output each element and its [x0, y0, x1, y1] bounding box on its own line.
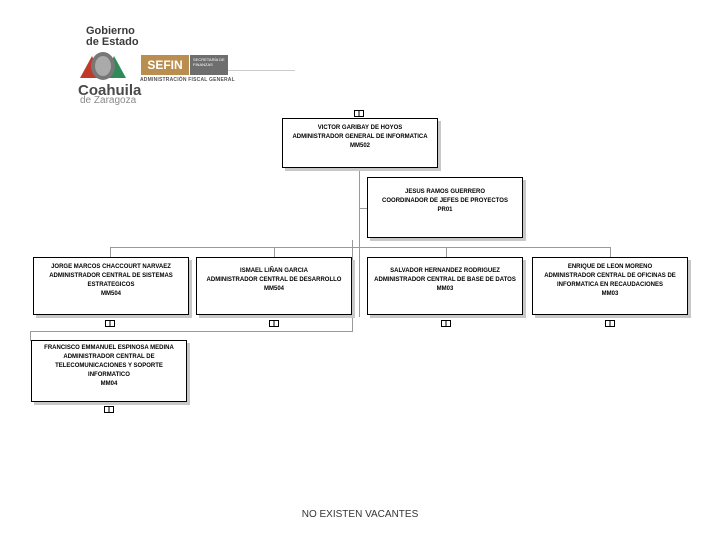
node-code: MM03 — [601, 291, 619, 297]
node-code: MM03 — [436, 286, 454, 292]
node-code: MM04 — [100, 381, 118, 387]
state-subname: de Zaragoza — [80, 95, 137, 106]
vacancies-note: NO EXISTEN VACANTES — [301, 509, 419, 520]
level3-bus-line — [30, 331, 353, 332]
state-name: Coahuila — [78, 82, 142, 99]
node-name: FRANCISCO EMMANUEL ESPINOSA MEDINA — [44, 345, 174, 351]
gobierno-line1: Gobierno — [86, 25, 135, 37]
org-node-sistemas[interactable]: JORGE MARCOS CHACCOURT NARVAEZ ADMINISTR… — [33, 257, 189, 315]
org-node-coordinator[interactable]: JESUS RAMOS GUERRERO COORDINADOR DE JEFE… — [367, 177, 523, 238]
drop-line-1 — [110, 247, 111, 257]
node-title: ADMINISTRADOR CENTRAL DE DESARROLLO — [206, 277, 342, 283]
node-title: ADMINISTRADOR CENTRAL DE BASE DE DATOS — [374, 277, 516, 283]
node-code: MM504 — [100, 291, 121, 297]
node-title: ADMINISTRADOR GENERAL DE INFORMATICA — [292, 134, 428, 140]
expand-connector-icon[interactable] — [605, 320, 615, 327]
header-rule — [228, 70, 295, 71]
org-node-desarrollo[interactable]: ISMAEL LIÑAN GARCIA ADMINISTRADOR CENTRA… — [196, 257, 352, 315]
node-code: MM504 — [263, 286, 284, 292]
drop-line-5 — [30, 331, 31, 341]
org-node-base-datos[interactable]: SALVADOR HERNANDEZ RODRIGUEZ ADMINISTRAD… — [367, 257, 523, 315]
org-node-recaudaciones[interactable]: ENRIQUE DE LEON MORENO ADMINISTRADOR CEN… — [532, 257, 688, 315]
gobierno-logo-text: Gobierno de Estado — [86, 26, 139, 48]
expand-connector-icon[interactable] — [105, 320, 115, 327]
drop-line-3 — [446, 247, 447, 257]
node-name: VICTOR GARIBAY DE HOYOS — [317, 125, 403, 131]
node-name: ENRIQUE DE LEON MORENO — [567, 264, 653, 270]
node-name: SALVADOR HERNANDEZ RODRIGUEZ — [390, 268, 500, 274]
department-label: ADMINISTRACIÓN FISCAL GENERAL — [140, 77, 235, 83]
node-code: MM502 — [349, 143, 370, 149]
org-node-root[interactable]: VICTOR GARIBAY DE HOYOS ADMINISTRADOR GE… — [282, 118, 438, 168]
node-title: COORDINADOR DE JEFES DE PROYECTOS — [382, 198, 508, 204]
node-title: ADMINISTRADOR CENTRAL DE SISTEMAS — [49, 273, 173, 279]
node-name: JESUS RAMOS GUERRERO — [404, 189, 485, 195]
sefin-logo: SEFIN — [141, 55, 189, 75]
coord-branch-line — [359, 208, 367, 209]
expand-connector-icon[interactable] — [104, 406, 114, 413]
node-code: PR01 — [437, 207, 453, 213]
gobierno-line2: de Estado — [86, 36, 139, 48]
node-title-cont2: INFORMATICO — [88, 372, 130, 378]
expand-connector-icon[interactable] — [269, 320, 279, 327]
node-title-cont: ESTRATEGICOS — [87, 282, 135, 288]
drop-line-2 — [274, 247, 275, 257]
org-node-telecomunicaciones[interactable]: FRANCISCO EMMANUEL ESPINOSA MEDINA ADMIN… — [31, 340, 187, 402]
node-title: ADMINISTRADOR CENTRAL DE OFICINAS DE — [544, 273, 676, 279]
level2-bus-line — [110, 247, 610, 248]
node-title: ADMINISTRADOR CENTRAL DE — [63, 354, 155, 360]
node-name: JORGE MARCOS CHACCOURT NARVAEZ — [51, 264, 171, 270]
node-name: ISMAEL LIÑAN GARCIA — [240, 268, 308, 274]
expand-connector-icon[interactable] — [354, 110, 364, 117]
expand-connector-icon[interactable] — [441, 320, 451, 327]
node-title-cont: INFORMATICA EN RECAUDACIONES — [557, 282, 663, 288]
node-title-cont: TELECOMUNICACIONES Y SOPORTE — [55, 363, 163, 369]
secretaria-label: SECRETARÍA DE FINANZAS — [190, 55, 228, 75]
trunk-line — [359, 167, 360, 317]
drop-line-4 — [610, 247, 611, 257]
coat-of-arms-icon — [80, 52, 126, 80]
